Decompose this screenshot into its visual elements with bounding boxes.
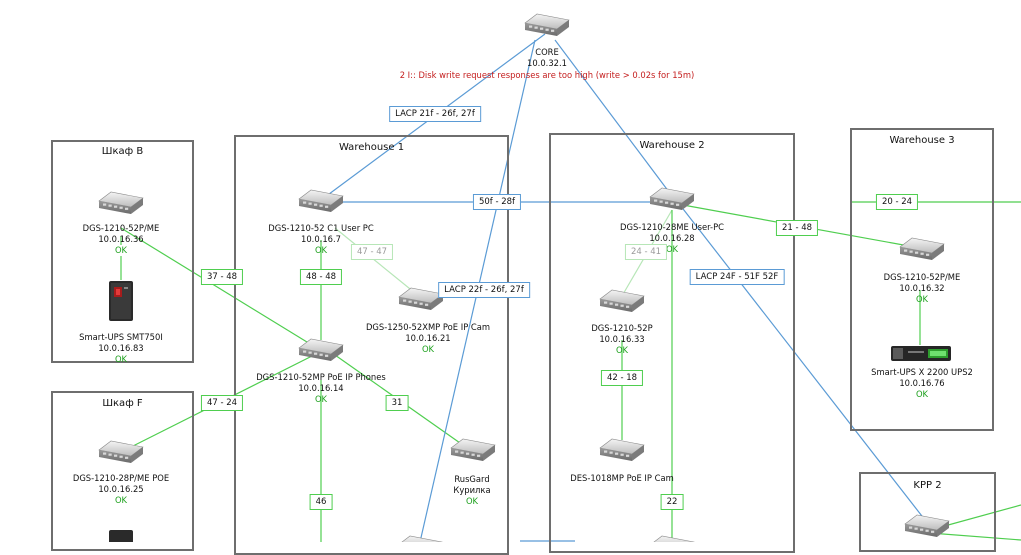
core-node-label[interactable]: CORE 10.0.32.1 xyxy=(527,47,567,69)
topology-canvas xyxy=(98,13,1021,542)
device-name: CORE xyxy=(535,47,559,57)
device-name: DGS-1210-52P xyxy=(591,323,653,333)
device-name-2: Курилка xyxy=(453,485,491,495)
core-switch-icon[interactable] xyxy=(524,13,570,36)
w1-phones-switch-icon[interactable] xyxy=(298,338,344,361)
device-ip: 10.0.16.25 xyxy=(98,484,144,494)
w2-des-label[interactable]: DES-1018MP PoE IP Cam xyxy=(570,473,673,484)
link-label-w3-right[interactable]: 20 - 24 xyxy=(875,194,919,210)
device-name: DGS-1210-28ME User-PC xyxy=(620,222,724,232)
link-label-b-phones[interactable]: 37 - 48 xyxy=(200,269,244,285)
link-w2-kpp xyxy=(679,204,926,521)
b-switch-icon[interactable] xyxy=(98,191,144,214)
link-label-w2-52p[interactable]: 24 - 41 xyxy=(624,244,668,260)
w2-52p-switch-icon[interactable] xyxy=(599,289,645,312)
w1-userpc-switch-icon[interactable] xyxy=(298,189,344,212)
device-name: DGS-1210-52 C1 User PC xyxy=(268,223,374,233)
device-ip: 10.0.32.1 xyxy=(527,58,567,68)
device-ip: 10.0.16.7 xyxy=(301,234,341,244)
w3-ups-label[interactable]: Smart-UPS X 2200 UPS2 10.0.16.76 OK xyxy=(871,367,973,400)
w1-bottom-switch-icon[interactable] xyxy=(398,535,443,542)
group-warehouse-3[interactable]: Warehouse 3 xyxy=(850,128,994,431)
b-switch-label[interactable]: DGS-1210-52P/ME 10.0.16.36 OK xyxy=(82,223,160,256)
link-b-phones xyxy=(120,227,321,351)
rusgard-label[interactable]: RusGard Курилка OK xyxy=(453,474,490,507)
w1-phones-label[interactable]: DGS-1210-52MP PoE IP Phones 10.0.16.14 O… xyxy=(256,372,386,405)
device-status: OK xyxy=(465,496,479,506)
link-label-userpc-phones[interactable]: 48 - 48 xyxy=(299,269,343,285)
w3-switch-label[interactable]: DGS-1210-52P/ME 10.0.16.32 OK xyxy=(884,272,961,305)
link-label-w1-w2[interactable]: 50f - 28f xyxy=(472,194,522,210)
link-label-52p-des[interactable]: 42 - 18 xyxy=(600,370,644,386)
core-alert-text[interactable]: 2 I:: Disk write request responses are t… xyxy=(399,70,695,80)
device-ip: 10.0.16.21 xyxy=(405,333,451,343)
device-ip: 10.0.16.36 xyxy=(98,234,144,244)
device-status: OK xyxy=(111,245,131,256)
device-ip: 10.0.16.76 xyxy=(899,378,945,388)
link-label-w2-down[interactable]: 22 xyxy=(660,494,684,510)
ups-tower-icon[interactable] xyxy=(105,280,137,322)
w2-bottom-switch-icon[interactable] xyxy=(650,535,695,542)
device-name: DGS-1250-52XMP PoE IP Cam xyxy=(365,322,491,332)
device-name: DGS-1210-52P/ME xyxy=(883,272,961,282)
device-status: OK xyxy=(915,389,929,399)
link-kpp-right-2 xyxy=(929,532,1021,541)
device-status: OK xyxy=(114,495,128,505)
device-ip: 10.0.16.32 xyxy=(899,283,945,293)
w2-userpc-label[interactable]: DGS-1210-28ME User-PC 10.0.16.28 OK xyxy=(620,222,724,255)
device-ip: 10.0.16.33 xyxy=(599,334,645,344)
device-status: OK xyxy=(665,244,679,254)
device-status: OK xyxy=(314,394,328,404)
link-label-core-w2[interactable]: LACP 24F - 51F 52F xyxy=(689,269,785,285)
ups-tower-icon[interactable] xyxy=(105,529,137,542)
group-kpp-2[interactable]: KPP 2 xyxy=(859,472,996,552)
link-label-core-w1[interactable]: LACP 21f - 26f, 27f xyxy=(389,106,481,122)
b-ups-label[interactable]: Smart-UPS SMT750I 10.0.16.83 OK xyxy=(79,332,163,365)
w2-userpc-switch-icon[interactable] xyxy=(649,187,695,210)
device-status: OK xyxy=(114,354,128,364)
link-label-core-w1-cam[interactable]: LACP 22f - 26f, 27f xyxy=(438,282,530,298)
device-ip: 10.0.16.83 xyxy=(98,343,144,353)
device-name: RusGard xyxy=(454,474,490,484)
group-warehouse-2[interactable]: Warehouse 2 xyxy=(549,133,795,553)
w1-ipcam-label[interactable]: DGS-1250-52XMP PoE IP Cam 10.0.16.21 OK xyxy=(366,322,490,355)
device-name: DES-1018MP PoE IP Cam xyxy=(570,473,674,483)
w2-52p-label[interactable]: DGS-1210-52P 10.0.16.33 OK xyxy=(591,323,652,356)
w2-des-switch-icon[interactable] xyxy=(599,438,645,461)
ups-rack-icon[interactable] xyxy=(890,343,952,363)
device-name: Smart-UPS X 2200 UPS2 xyxy=(871,367,973,377)
group-title: Warehouse 2 xyxy=(639,140,705,151)
link-userpc-cam xyxy=(334,227,421,298)
group-shkaf-f[interactable]: Шкаф F xyxy=(51,391,194,551)
link-label-phones-down[interactable]: 46 xyxy=(309,494,333,510)
device-name: DGS-1210-52MP PoE IP Phones xyxy=(256,372,386,382)
link-label-f-phones[interactable]: 47 - 24 xyxy=(200,395,244,411)
device-status: OK xyxy=(421,344,435,354)
group-title: Шкаф B xyxy=(101,146,144,157)
group-title: Warehouse 3 xyxy=(889,135,955,146)
group-title: Шкаф F xyxy=(102,398,143,409)
f-switch-icon[interactable] xyxy=(98,440,144,463)
link-core-w2 xyxy=(554,39,673,197)
device-status: OK xyxy=(915,294,929,304)
link-label-userpc-cam[interactable]: 47 - 47 xyxy=(350,244,394,260)
rusgard-switch-icon[interactable] xyxy=(450,438,496,461)
f-switch-label[interactable]: DGS-1210-28P/ME POE 10.0.16.25 OK xyxy=(73,473,169,506)
w3-switch-icon[interactable] xyxy=(899,237,945,260)
device-ip: 10.0.16.28 xyxy=(649,233,695,243)
kpp-switch-icon[interactable] xyxy=(904,514,950,537)
group-title: KPP 2 xyxy=(913,480,942,491)
group-shkaf-b[interactable]: Шкаф B xyxy=(51,140,194,363)
group-title: Warehouse 1 xyxy=(338,142,405,153)
device-status: OK xyxy=(615,345,629,355)
w1-userpc-label[interactable]: DGS-1210-52 C1 User PC 10.0.16.7 OK xyxy=(268,223,373,256)
device-name: Smart-UPS SMT750I xyxy=(79,332,163,342)
device-name: DGS-1210-28P/ME POE xyxy=(72,473,170,483)
device-status: OK xyxy=(314,245,328,255)
device-name: DGS-1210-52P/ME xyxy=(82,223,160,233)
link-label-phones-rusgard[interactable]: 31 xyxy=(385,395,409,411)
link-label-w2-w3[interactable]: 21 - 48 xyxy=(775,220,819,236)
device-ip: 10.0.16.14 xyxy=(298,383,344,393)
